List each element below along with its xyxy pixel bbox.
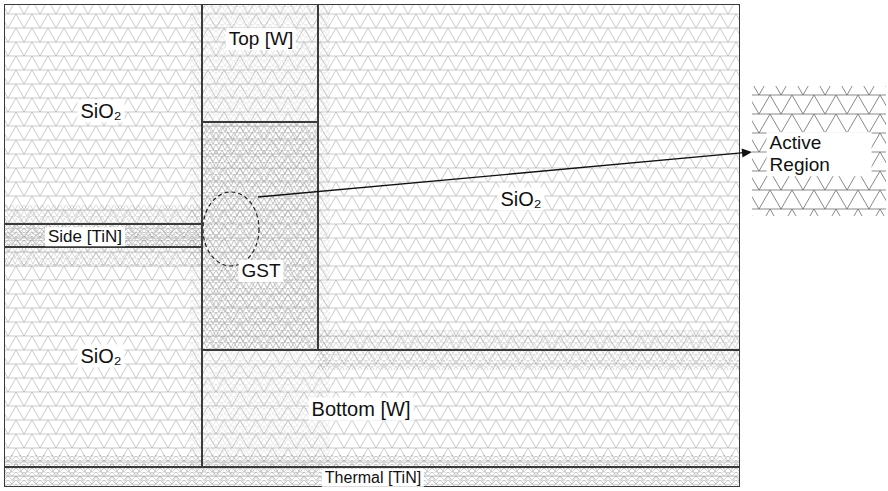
bottom-electrode: Bottom [W]	[202, 350, 740, 467]
region-label: Active Region	[767, 132, 872, 176]
arrow-head	[742, 148, 752, 157]
oxide-region: SiO₂	[4, 247, 202, 467]
region-label: SiO₂	[77, 345, 124, 368]
region-label: SiO₂	[497, 188, 544, 211]
region-label: Bottom [W]	[309, 398, 414, 421]
oxide-region: SiO₂	[4, 4, 202, 224]
fine-mesh	[4, 4, 740, 487]
top-electrode: Top [W]	[202, 4, 318, 122]
region-label: Top [W]	[226, 28, 296, 50]
coarse-mesh	[4, 4, 740, 487]
region-label: GST	[238, 260, 283, 282]
region-label: SiO₂	[77, 100, 124, 123]
side-heater: Side [TiN]	[4, 224, 202, 247]
active-region-outline	[203, 192, 259, 266]
oxide-region: SiO₂	[318, 4, 740, 350]
region-label: Side [TiN]	[45, 227, 125, 247]
leader-line	[258, 153, 744, 197]
leader-arrow	[258, 148, 752, 197]
thermal-layer: Thermal [TiN]	[4, 467, 740, 487]
active-region-inset: Active Region	[752, 86, 886, 216]
gst-region: GST	[202, 122, 318, 350]
inset-mesh	[752, 86, 886, 216]
region-label: Thermal [TiN]	[322, 469, 424, 487]
